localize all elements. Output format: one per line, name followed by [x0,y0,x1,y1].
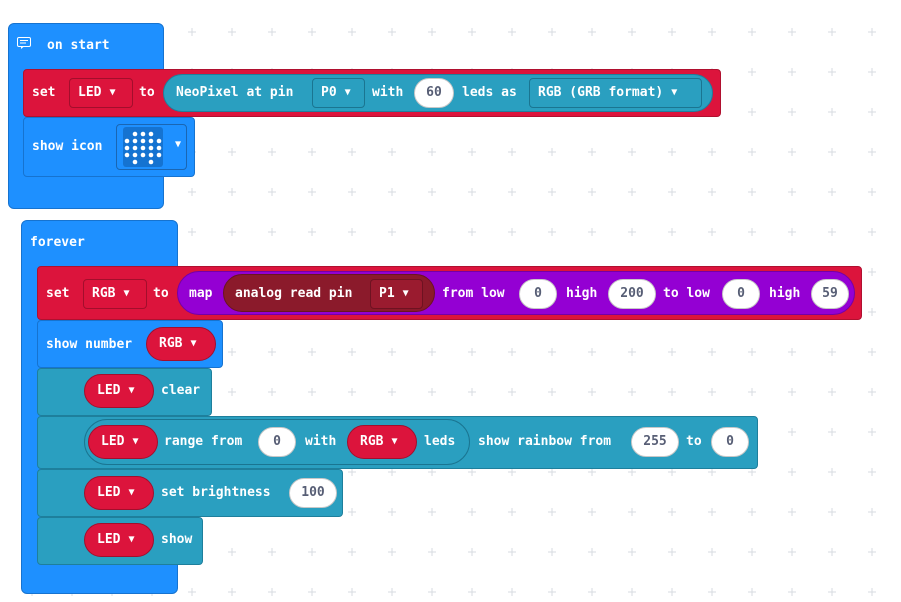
forever-label: forever [30,235,85,250]
set-label: set [46,286,70,301]
variable-dropdown-led[interactable]: LED▼ [84,476,154,510]
leds-label: leds [424,434,456,449]
set-brightness-label: set brightness [161,485,271,500]
pin-dropdown[interactable]: P1▼ [370,279,423,309]
pin-dropdown[interactable]: P0▼ [312,78,365,108]
chevron-down-icon: ▼ [344,87,351,98]
map-label: map [189,286,213,301]
chevron-down-icon: ▼ [175,139,182,150]
range-from-input[interactable]: 0 [258,427,296,457]
variable-dropdown-led[interactable]: LED▼ [84,374,154,408]
to-label: to [686,434,702,449]
variable-dropdown-rgb[interactable]: RGB▼ [146,327,216,361]
leds-as-label: leds as [462,85,517,100]
chevron-down-icon: ▼ [128,534,135,545]
chevron-down-icon: ▼ [190,338,197,349]
variable-dropdown-led[interactable]: LED▼ [84,523,154,557]
with-label: with [372,85,404,100]
show-label: show [161,532,193,547]
variable-dropdown-led[interactable]: LED▼ [69,78,133,108]
to-label: to [153,286,169,301]
chevron-down-icon: ▼ [391,436,398,447]
rainbow-to-input[interactable]: 0 [711,427,749,457]
chevron-down-icon: ▼ [402,288,409,299]
to-high-input[interactable]: 59 [811,279,849,309]
show-rainbow-label: show rainbow from [478,434,612,449]
set-label: set [32,85,56,100]
neopixel-label: NeoPixel at pin [176,85,294,100]
to-label: to [139,85,155,100]
to-low-label: to low [663,286,710,301]
variable-dropdown-rgb[interactable]: RGB▼ [347,425,417,459]
high-label: high [566,286,598,301]
chevron-down-icon: ▼ [132,436,139,447]
variable-dropdown-led[interactable]: LED▼ [88,425,158,459]
chevron-down-icon: ▼ [128,385,135,396]
chevron-down-icon: ▼ [109,87,116,98]
format-dropdown[interactable]: RGB (GRB format)▼ [529,78,702,108]
with-label: with [305,434,337,449]
analog-read-label: analog read pin [235,286,353,301]
comment-icon[interactable] [17,34,31,49]
chevron-down-icon: ▼ [671,87,678,98]
rainbow-from-input[interactable]: 255 [631,427,679,457]
from-low-input[interactable]: 0 [519,279,557,309]
clear-label: clear [161,383,201,398]
chevron-down-icon: ▼ [123,288,130,299]
chevron-down-icon: ▼ [128,487,135,498]
icon-dropdown[interactable]: ▼ [116,124,187,170]
on-start-label: on start [47,38,110,53]
led-grid-icon [123,127,163,167]
show-icon-label: show icon [32,139,103,154]
range-from-label: range from [164,434,243,449]
from-low-label: from low [442,286,505,301]
leds-count-input[interactable]: 60 [414,78,454,108]
brightness-input[interactable]: 100 [289,478,337,508]
show-number-label: show number [46,337,133,352]
to-low-input[interactable]: 0 [722,279,760,309]
high-label: high [769,286,801,301]
from-high-input[interactable]: 200 [608,279,656,309]
variable-dropdown-rgb[interactable]: RGB▼ [83,279,147,309]
